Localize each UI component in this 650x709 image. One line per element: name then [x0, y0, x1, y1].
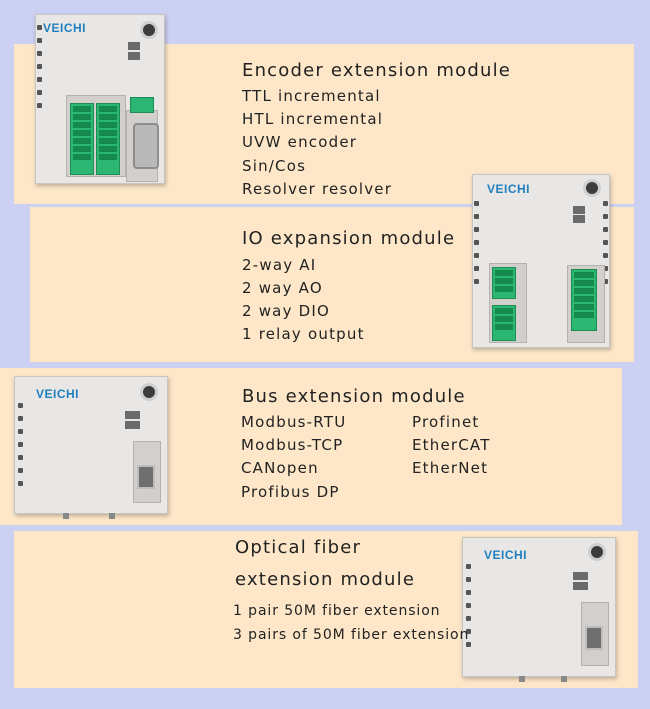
bus-item: Profibus DP [241, 483, 340, 501]
io-module-image: VEICHI [472, 174, 610, 348]
io-item: 2 way DIO [242, 302, 330, 320]
terminal-block [130, 97, 154, 113]
status-label [128, 52, 141, 60]
encoder-item: UVW encoder [242, 133, 358, 151]
encoder-item: TTL incremental [242, 87, 381, 105]
vent-slots [474, 201, 480, 292]
pin [519, 676, 525, 682]
fiber-title-line1: Optical fiber [235, 537, 362, 558]
status-label [573, 582, 589, 590]
encoder-item: Sin/Cos [242, 157, 307, 175]
knob-icon [588, 543, 606, 561]
vent-slots [37, 25, 43, 116]
bus-title: Bus extension module [242, 386, 466, 407]
io-item: 2 way AO [242, 279, 323, 297]
encoder-item: HTL incremental [242, 110, 384, 128]
terminal-block [571, 269, 597, 331]
pin [561, 676, 567, 682]
io-title: IO expansion module [242, 228, 456, 249]
knob-icon [140, 383, 158, 401]
terminal-block [492, 305, 516, 341]
terminal-block [70, 103, 94, 175]
status-label [573, 206, 586, 214]
brand-logo: VEICHI [43, 21, 87, 35]
terminal-block [492, 267, 516, 299]
pin [63, 513, 69, 519]
status-label [573, 572, 589, 580]
bus-item: EtherNet [412, 459, 489, 477]
bus-item: Profinet [412, 413, 480, 431]
knob-icon [140, 21, 158, 39]
bus-module-image: VEICHI [14, 376, 168, 519]
fiber-title-line2: extension module [235, 569, 416, 590]
brand-logo: VEICHI [484, 548, 528, 562]
io-item: 2-way AI [242, 256, 317, 274]
encoder-module-image: VEICHI [35, 14, 165, 184]
brand-logo: VEICHI [487, 182, 531, 196]
fiber-item: 1 pair 50M fiber extension [233, 603, 441, 619]
status-label [125, 421, 141, 429]
knob-icon [583, 179, 601, 197]
encoder-title: Encoder extension module [242, 60, 512, 81]
brand-logo: VEICHI [36, 387, 80, 401]
fiber-item: 3 pairs of 50M fiber extension [233, 627, 470, 643]
status-label [573, 215, 586, 223]
vent-slots [603, 201, 609, 292]
bus-item: Modbus-RTU [241, 413, 347, 431]
status-label [125, 411, 141, 419]
status-label [128, 42, 141, 50]
bus-item: EtherCAT [412, 436, 491, 454]
bus-item: CANopen [241, 459, 319, 477]
bus-item: Modbus-TCP [241, 436, 344, 454]
vent-slots [466, 564, 472, 655]
vent-slots [18, 403, 24, 494]
fiber-port-icon [585, 626, 603, 650]
fiber-port-icon [137, 465, 155, 489]
db9-connector-icon [133, 123, 159, 169]
pin [109, 513, 115, 519]
terminal-block [96, 103, 120, 175]
fiber-module-image: VEICHI [462, 537, 616, 682]
encoder-item: Resolver resolver [242, 180, 393, 198]
io-item: 1 relay output [242, 325, 365, 343]
